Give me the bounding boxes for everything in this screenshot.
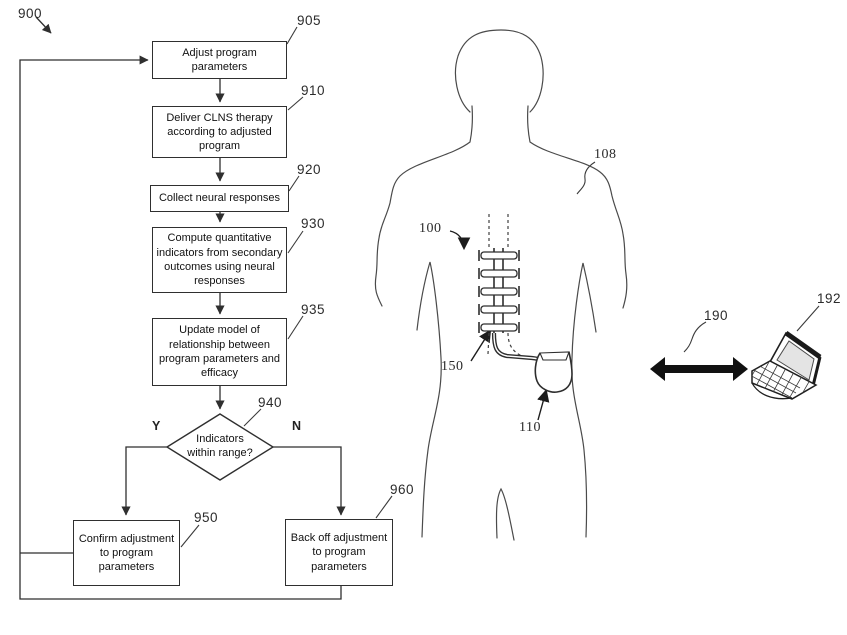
- ref-900-figure: 900: [18, 6, 43, 21]
- pointer-arrows: [449, 230, 550, 421]
- step-compute-indicators: Compute quantitative indicators from sec…: [152, 227, 287, 293]
- arrow-100: [449, 230, 471, 251]
- ref-108-patient: 108: [594, 147, 617, 162]
- leader-190: [683, 321, 707, 353]
- ref-905: 905: [297, 13, 322, 28]
- step-label: Compute quantitative indicators from sec…: [156, 232, 283, 288]
- ref-192-programmer: 192: [817, 291, 842, 306]
- right-torso-leg: [571, 262, 597, 538]
- start-arrow: [35, 16, 52, 34]
- step-label: Deliver CLNS therapy according to adjust…: [166, 111, 273, 153]
- step-label: Adjust program parameters: [182, 46, 257, 73]
- ref-910: 910: [301, 83, 326, 98]
- laptop-programmer: [751, 330, 822, 400]
- decision-diamond: [165, 413, 275, 481]
- step-label: Update model of relationship between pro…: [158, 324, 281, 380]
- step-back-off-adjustment: Back off adjustment to program parameter…: [285, 519, 393, 586]
- step-label: Back off adjustment to program parameter…: [290, 532, 388, 573]
- telemetry-double-arrow: [650, 357, 748, 381]
- left-shoulder-arm: [374, 105, 473, 307]
- ref-110-device: 110: [519, 420, 541, 435]
- branch-yes-label: Y: [152, 419, 161, 433]
- ref-930: 930: [301, 216, 326, 231]
- no-branch: [273, 446, 346, 516]
- ref-150-lead: 150: [441, 359, 464, 374]
- left-torso-leg: [416, 261, 442, 538]
- step-confirm-adjustment: Confirm adjustment to program parameters: [73, 520, 180, 586]
- spine-lead-device: [478, 214, 573, 393]
- ref-950: 950: [194, 510, 219, 525]
- ref-960: 960: [390, 482, 415, 497]
- implanted-device-header: [539, 351, 570, 361]
- inner-leg-lines: [495, 487, 515, 541]
- step-deliver-clns-therapy: Deliver CLNS therapy according to adjust…: [152, 106, 287, 158]
- head-outline: [454, 29, 544, 113]
- laptop-keyboard: [752, 361, 811, 399]
- laptop-screen: [776, 340, 815, 381]
- laptop-lid-edge: [784, 330, 822, 360]
- ref-190-telemetry: 190: [704, 308, 729, 323]
- step-collect-neural-responses: Collect neural responses: [150, 185, 289, 212]
- right-shoulder-arm: [527, 105, 628, 309]
- branch-no-label: N: [292, 419, 302, 433]
- patient-body-outline: [374, 29, 628, 541]
- vertebrae: [478, 250, 520, 333]
- flow-connectors: [19, 16, 346, 600]
- arrow-150: [470, 329, 492, 362]
- ref-940: 940: [258, 395, 283, 410]
- ref-935: 935: [301, 302, 326, 317]
- decision-indicators-within-range: Indicators within range?: [187, 433, 253, 459]
- implanted-device-body: [534, 351, 573, 393]
- step-adjust-program-parameters: Adjust program parameters: [152, 41, 287, 79]
- loop-feedback-line: [19, 55, 342, 600]
- laptop-front-lip: [751, 382, 793, 400]
- ref-920: 920: [297, 162, 322, 177]
- yes-branch: [121, 446, 167, 516]
- spine-dashed-lines: [487, 214, 523, 357]
- ref-100-system: 100: [419, 221, 442, 236]
- step-label: Collect neural responses: [158, 192, 281, 205]
- step-update-model: Update model of relationship between pro…: [152, 318, 287, 386]
- step-label: Confirm adjustment to program parameters: [78, 532, 175, 574]
- arrow-110: [537, 388, 550, 421]
